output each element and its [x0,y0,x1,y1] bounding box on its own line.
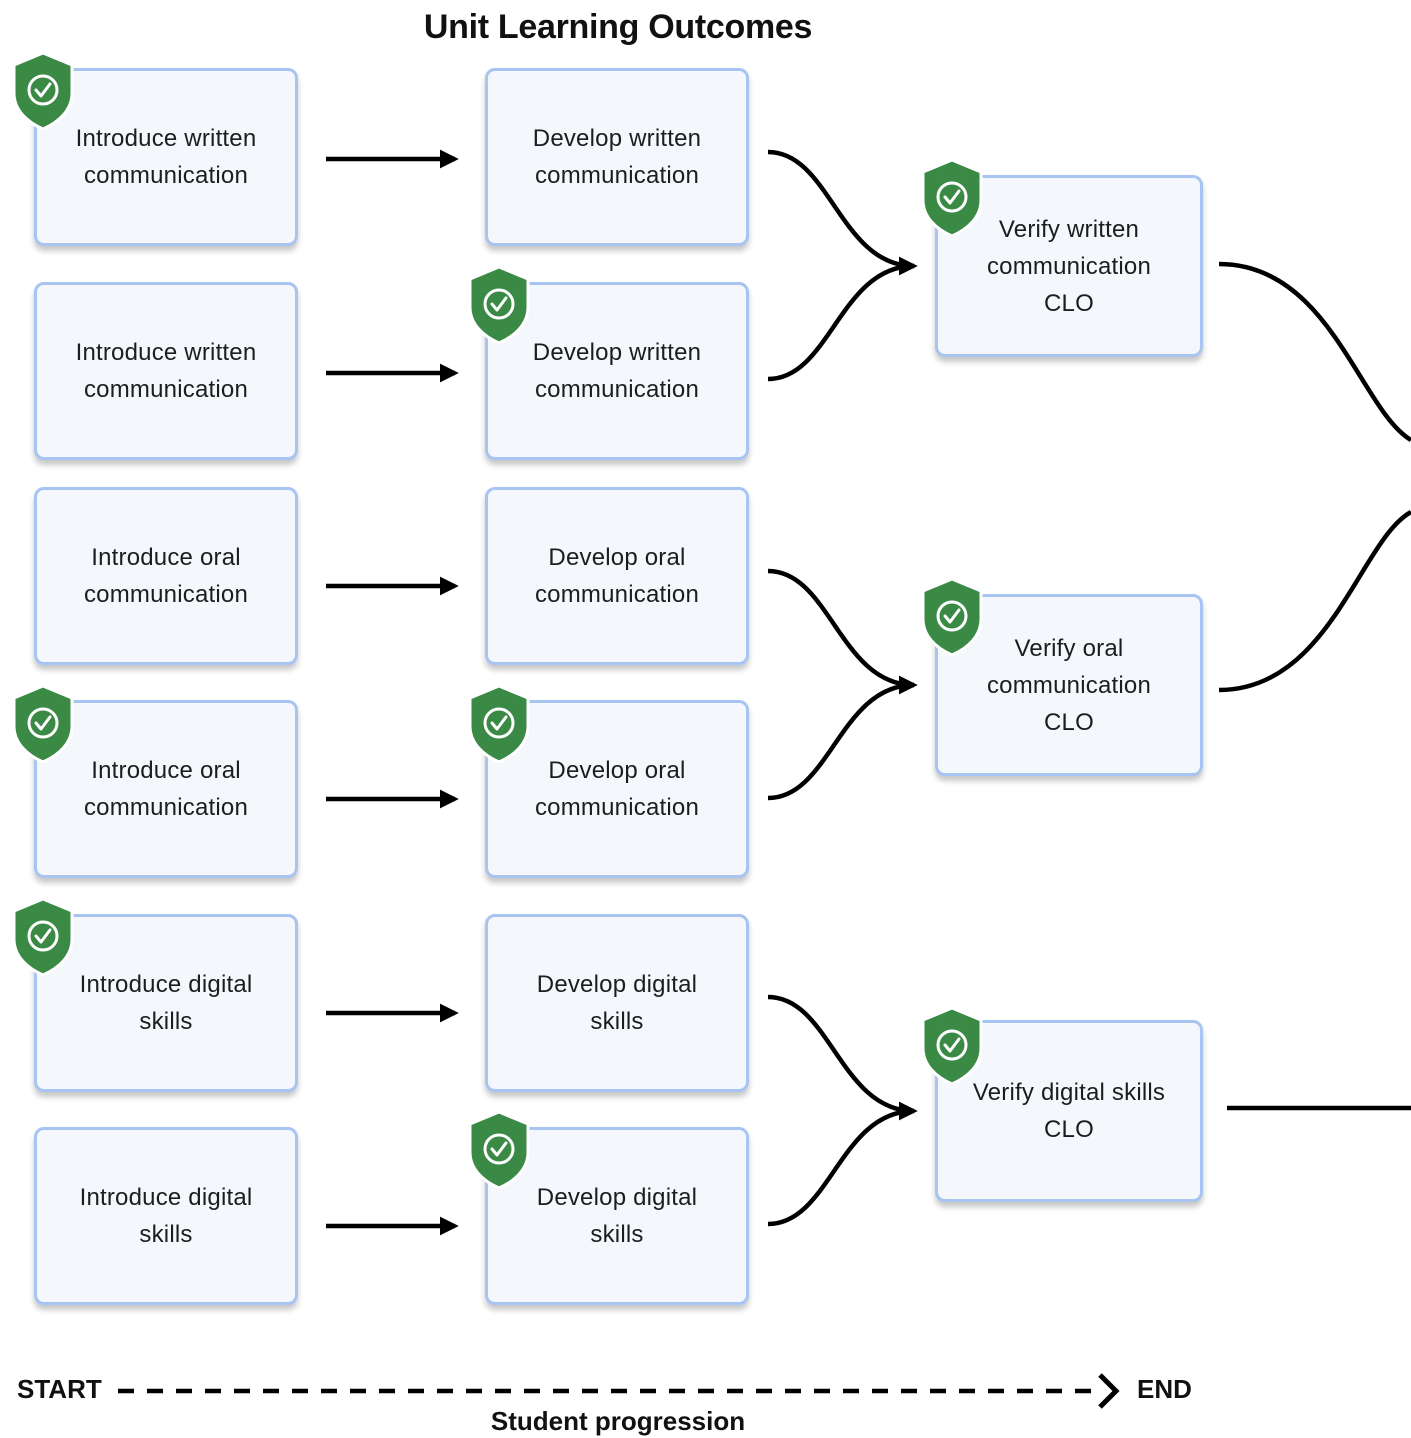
shield-check-icon [468,684,530,764]
curve-develop-written-1-to-verify [767,149,918,276]
outcome-box-develop-written-1: Develop written communication [485,68,749,246]
outcome-box-introduce-oral-1: Introduce oral communication [34,487,298,665]
curve-develop-digital-1-to-verify [767,994,918,1121]
outcome-box-verify-written: Verify written communication CLO [935,175,1203,357]
curve-verify-written-out [1218,261,1411,442]
outcome-box-introduce-written-2: Introduce written communication [34,282,298,460]
outcome-box-develop-digital-2: Develop digital skills [485,1127,749,1305]
curve-develop-digital-2-to-verify [767,1108,915,1227]
outcome-box-introduce-digital-1: Introduce digital skills [34,914,298,1092]
shield-check-icon [468,1110,530,1190]
progression-label: Student progression [490,1406,746,1436]
shield-check-icon [468,265,530,345]
shield-check-icon [12,897,74,977]
shield-check-icon [921,1006,983,1086]
shield-check-icon [921,158,983,238]
diagram-title: Unit Learning Outcomes [423,8,813,46]
outcome-box-introduce-digital-2: Introduce digital skills [34,1127,298,1305]
curve-develop-oral-2-to-verify [767,682,915,801]
progression-chevron-icon [1098,1373,1120,1409]
shield-check-icon [12,51,74,131]
end-label: END [1137,1374,1192,1404]
start-label: START [17,1374,102,1404]
curve-develop-written-2-to-verify [767,263,915,382]
curve-develop-oral-1-to-verify [767,568,918,695]
outcome-box-introduce-oral-2: Introduce oral communication [34,700,298,878]
shield-check-icon [12,684,74,764]
outcome-box-introduce-written-1: Introduce written communication [34,68,298,246]
shield-check-icon [921,577,983,657]
outcome-box-develop-digital-1: Develop digital skills [485,914,749,1092]
curve-verify-oral-out [1218,510,1411,693]
outcome-box-develop-oral-1: Develop oral communication [485,487,749,665]
